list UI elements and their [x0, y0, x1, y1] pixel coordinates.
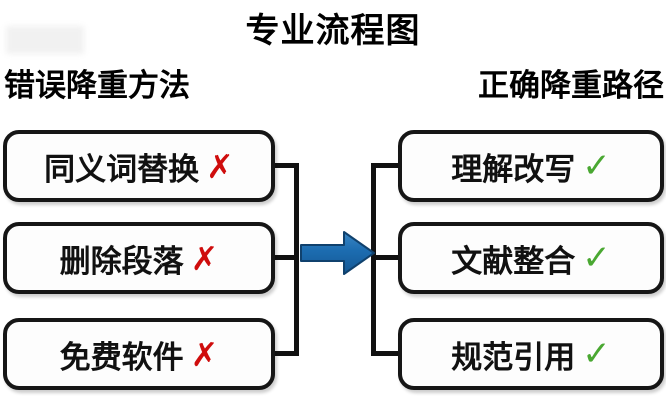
right-node-3[interactable]: 规范引用 ✓	[398, 318, 664, 390]
check-icon: ✓	[582, 147, 611, 185]
watermark-blur	[6, 26, 84, 54]
connector-spine-right	[371, 163, 376, 355]
connector-stub-right-2	[371, 255, 400, 260]
connector-spine-left	[294, 163, 299, 355]
connector-stub-right-1	[371, 163, 400, 168]
check-icon: ✓	[582, 335, 611, 373]
right-node-1[interactable]: 理解改写 ✓	[398, 130, 664, 202]
right-arrow-icon	[300, 228, 376, 278]
page-title: 专业流程图	[245, 12, 421, 50]
connector-stub-right-3	[371, 351, 400, 356]
left-column-header: 错误降重方法	[4, 68, 190, 103]
connector-stub-left-1	[275, 163, 299, 168]
left-node-2-label: 删除段落	[59, 243, 184, 279]
right-column-header: 正确降重路径	[478, 68, 664, 103]
cross-icon: ✗	[190, 239, 219, 277]
left-node-1-label: 同义词替换	[44, 151, 200, 187]
connector-stub-left-3	[275, 351, 299, 356]
cross-icon: ✗	[190, 335, 219, 373]
left-node-3-label: 免费软件	[59, 339, 184, 375]
right-node-2-label: 文献整合	[451, 243, 576, 279]
left-node-2[interactable]: 删除段落 ✗	[3, 222, 275, 294]
left-node-3[interactable]: 免费软件 ✗	[3, 318, 275, 390]
check-icon: ✓	[582, 239, 611, 277]
cross-icon: ✗	[206, 147, 234, 185]
connector-stub-left-2	[275, 255, 299, 260]
right-node-1-label: 理解改写	[451, 151, 576, 187]
left-node-1[interactable]: 同义词替换 ✗	[3, 130, 275, 202]
right-node-3-label: 规范引用	[451, 339, 576, 375]
right-node-2[interactable]: 文献整合 ✓	[398, 222, 664, 294]
